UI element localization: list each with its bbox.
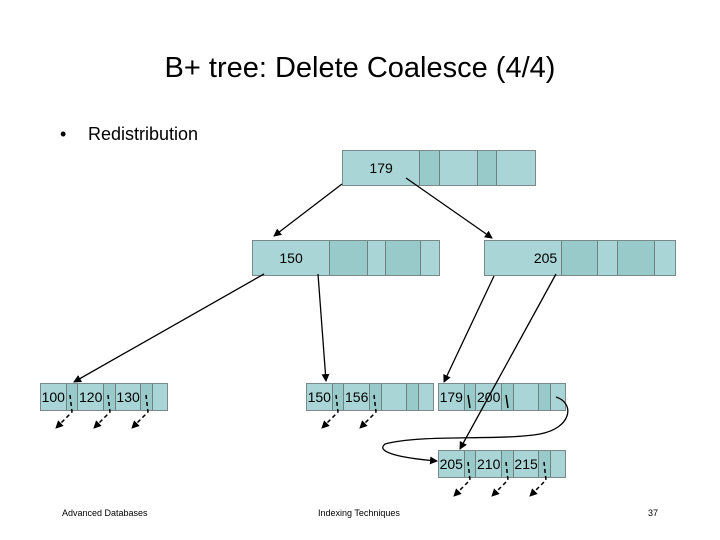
leaf-2-key-1: 150	[307, 384, 333, 410]
leaf-4-pointer-3	[539, 451, 552, 477]
leaf-3-next-pointer	[551, 384, 565, 410]
leaf-1-key-3: 130	[115, 384, 142, 410]
record-pointers-leaf-2	[321, 394, 377, 429]
leaf-node-4: 205 210 215	[438, 450, 566, 478]
leaf-4-pointer-2	[502, 451, 514, 477]
internal-left-key-1: 150	[253, 241, 331, 275]
record-pointers-leaf-1	[55, 394, 149, 429]
internal-node-right: 205	[484, 240, 676, 276]
root-pointer-3	[477, 151, 498, 185]
leaf-1-key-2: 120	[78, 384, 104, 410]
root-node: 179	[342, 150, 536, 186]
leaf-1-pointer-3	[141, 384, 154, 410]
record-pointers-leaf-3	[467, 394, 509, 409]
root-key-2	[439, 151, 478, 185]
leaf-3-key-3	[513, 384, 540, 410]
leaf-2-pointer-3	[407, 384, 420, 410]
leaf-4-key-2: 210	[476, 451, 502, 477]
footer-topic: Indexing Techniques	[318, 508, 400, 518]
leaf-1-pointer-1	[66, 384, 79, 410]
arrow-leaf-3-next	[382, 396, 569, 465]
leaf-2-next-pointer	[419, 384, 433, 410]
arrow-internal-right-to-leaf-4	[459, 273, 557, 450]
leaf-1-pointer-2	[104, 384, 116, 410]
leaf-node-2: 150 156	[306, 383, 434, 411]
internal-right-key-2	[562, 241, 598, 275]
root-key-3	[497, 151, 535, 185]
bullet-item: • Redistribution	[60, 124, 198, 145]
internal-right-key-3	[617, 241, 656, 275]
arrow-root-to-left	[273, 183, 343, 237]
leaf-3-key-1: 179	[439, 384, 465, 410]
internal-left-pointer-3	[367, 241, 386, 275]
leaf-2-pointer-1	[332, 384, 345, 410]
leaf-4-next-pointer	[551, 451, 565, 477]
arrow-internal-right-to-leaf-3	[443, 275, 495, 383]
record-pointers-leaf-4	[453, 461, 547, 497]
internal-node-left: 150	[252, 240, 440, 276]
leaf-1-key-1: 100	[41, 384, 67, 410]
internal-right-key-1: 205	[485, 241, 563, 275]
internal-left-key-2	[330, 241, 368, 275]
page-number: 37	[648, 508, 659, 518]
leaf-3-pointer-3	[539, 384, 552, 410]
arrow-internal-left-to-leaf-1	[73, 273, 265, 383]
slide-title: B+ tree: Delete Coalesce (4/4)	[164, 52, 556, 84]
leaf-node-1: 100 120 130	[40, 383, 168, 411]
leaf-1-next-pointer	[153, 384, 167, 410]
leaf-3-pointer-2	[502, 384, 514, 410]
leaf-4-key-1: 205	[439, 451, 465, 477]
bullet-text: Redistribution	[88, 124, 199, 144]
internal-left-key-3	[385, 241, 422, 275]
arrow-root-to-right	[405, 177, 493, 239]
internal-left-pointer-4	[421, 241, 439, 275]
footer-course: Advanced Databases	[62, 508, 148, 518]
root-pointer-2	[420, 151, 440, 185]
leaf-2-pointer-2	[370, 384, 382, 410]
internal-right-pointer-3	[597, 241, 618, 275]
arrow-internal-left-to-leaf-2	[317, 273, 330, 382]
leaf-4-pointer-1	[464, 451, 477, 477]
leaf-2-key-3	[381, 384, 408, 410]
leaf-node-3: 179 200	[438, 383, 566, 411]
leaf-4-key-3: 215	[513, 451, 540, 477]
internal-right-pointer-4	[655, 241, 675, 275]
leaf-3-pointer-1	[464, 384, 477, 410]
bullet-icon: •	[60, 124, 67, 144]
leaf-2-key-2: 156	[344, 384, 370, 410]
